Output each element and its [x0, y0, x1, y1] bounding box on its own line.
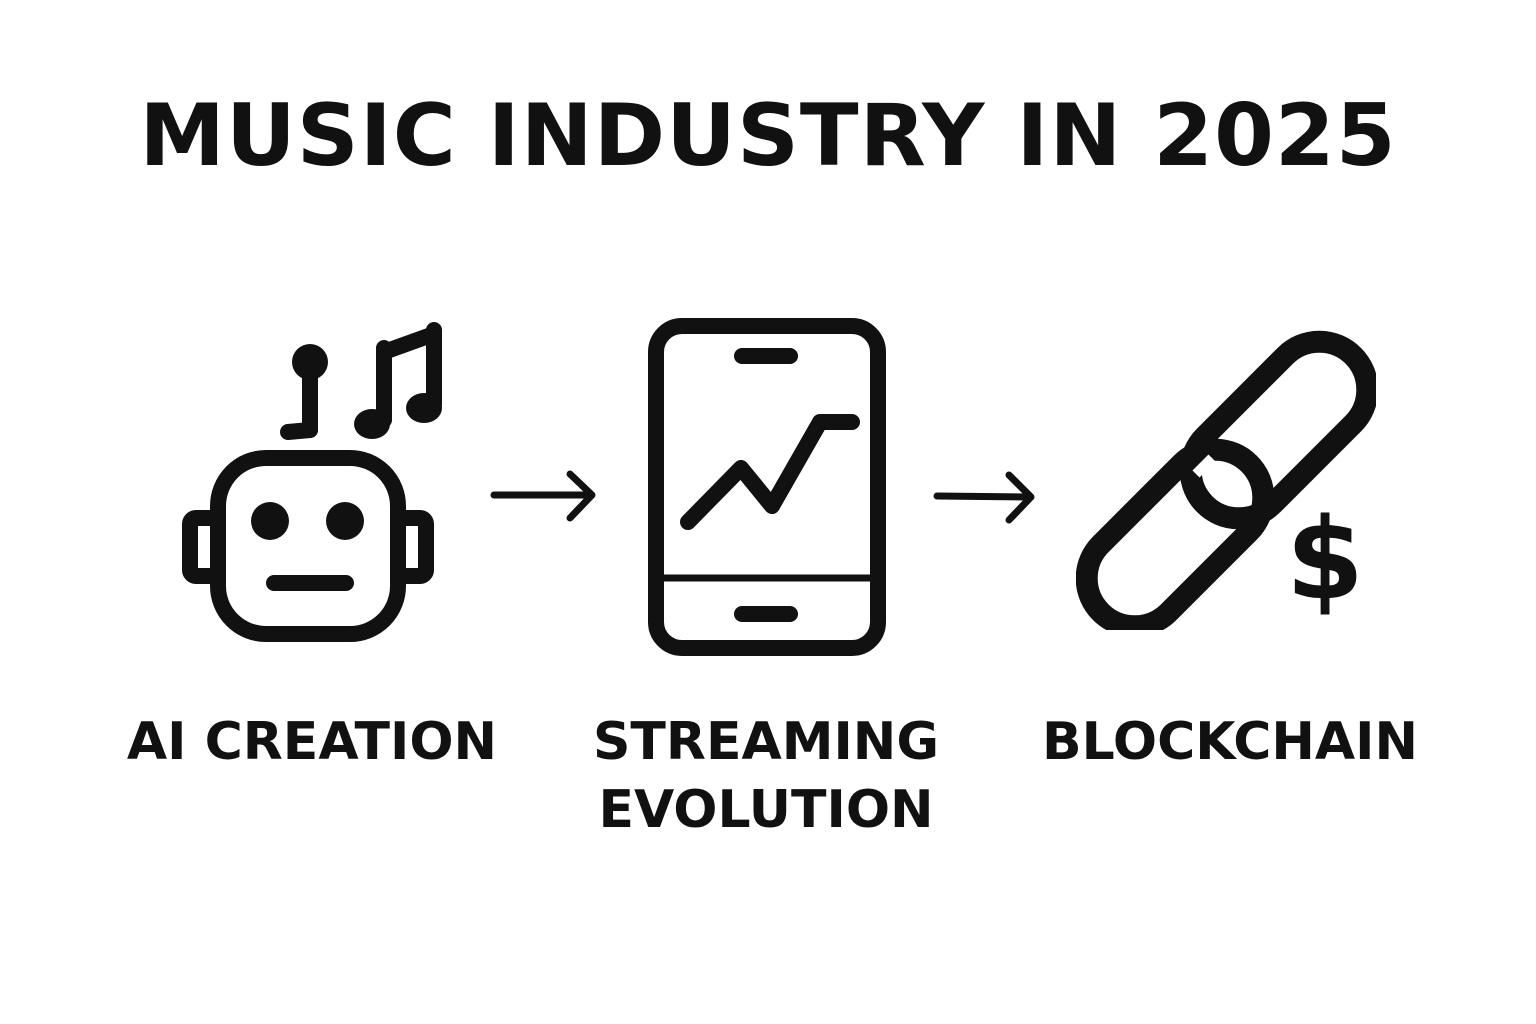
- robot-with-music-notes-icon: [182, 322, 442, 642]
- diagram-title: MUSIC INDUSTRY IN 2025: [139, 86, 1397, 186]
- label-line: AI CREATION: [126, 712, 498, 772]
- label-line: EVOLUTION: [598, 780, 934, 840]
- svg-text:$: $: [1286, 495, 1364, 625]
- label-line: STREAMING: [592, 712, 940, 772]
- smartphone-rising-chart-icon: [648, 318, 886, 656]
- step-label-ai-creation: AI CREATION: [112, 708, 512, 776]
- chain-link-dollar-icon: $: [1076, 330, 1376, 630]
- step-label-streaming-evolution: STREAMING EVOLUTION: [566, 708, 966, 844]
- right-arrow-icon: [933, 471, 1035, 524]
- step-label-blockchain: BLOCKCHAIN: [1030, 708, 1430, 776]
- label-line: BLOCKCHAIN: [1041, 712, 1419, 772]
- right-arrow-icon: [490, 470, 596, 522]
